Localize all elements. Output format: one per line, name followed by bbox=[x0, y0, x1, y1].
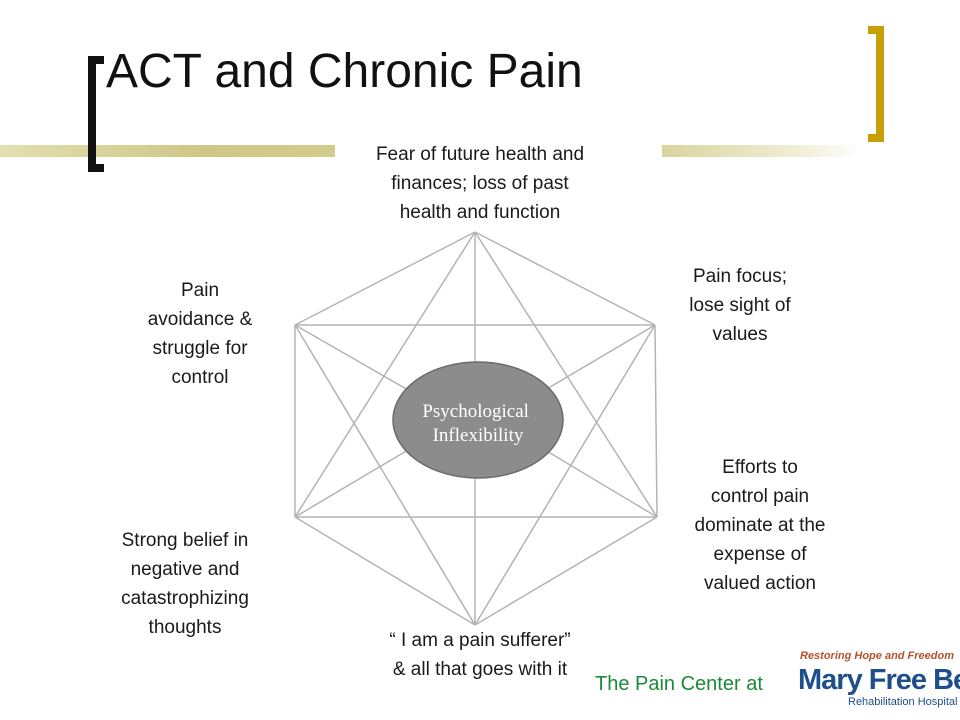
mary-free-bed-logo: Restoring Hope and Freedom Mary Free Bed… bbox=[796, 650, 960, 712]
star-edge bbox=[474, 231, 658, 518]
center-ellipse bbox=[392, 361, 564, 479]
spoke bbox=[544, 324, 656, 391]
star-edge bbox=[474, 324, 656, 626]
center-label-line1: Psychological bbox=[422, 401, 529, 422]
hex-edge bbox=[654, 324, 658, 518]
label-upper-right: Pain focus; lose sight of values bbox=[689, 266, 791, 345]
star-edge bbox=[294, 231, 476, 518]
hex-edge bbox=[294, 516, 476, 626]
hexaflex-edges bbox=[294, 231, 658, 626]
slide-title: ACT and Chronic Pain bbox=[106, 45, 583, 98]
label-lower-left: Strong belief in negative and catastroph… bbox=[121, 530, 249, 638]
footer-text: The Pain Center at bbox=[595, 673, 763, 695]
hex-edge bbox=[294, 231, 476, 326]
right-bracket-decoration bbox=[868, 26, 884, 142]
logo-tagline: Restoring Hope and Freedom bbox=[800, 650, 955, 662]
hex-edge bbox=[474, 516, 658, 626]
spoke bbox=[294, 324, 409, 391]
title-rule-right bbox=[662, 145, 862, 157]
logo-name: Mary Free Bed bbox=[798, 664, 960, 696]
star-edge bbox=[294, 324, 476, 626]
center-label-line2: Inflexibility bbox=[433, 425, 524, 446]
hex-edge bbox=[474, 231, 656, 326]
logo-subtitle: Rehabilitation Hospital bbox=[848, 696, 958, 708]
spoke bbox=[544, 449, 658, 518]
spoke bbox=[294, 449, 409, 518]
label-bottom: “ I am a pain sufferer” & all that goes … bbox=[389, 630, 571, 680]
left-bracket-decoration bbox=[88, 56, 104, 172]
label-lower-right: Efforts to control pain dominate at the … bbox=[694, 457, 826, 594]
label-top: Fear of future health and finances; loss… bbox=[375, 144, 585, 223]
center-label: Psychological Inflexibility bbox=[422, 401, 533, 446]
label-upper-left: Pain avoidance & struggle for control bbox=[147, 280, 253, 388]
title-rule-left bbox=[0, 145, 335, 157]
